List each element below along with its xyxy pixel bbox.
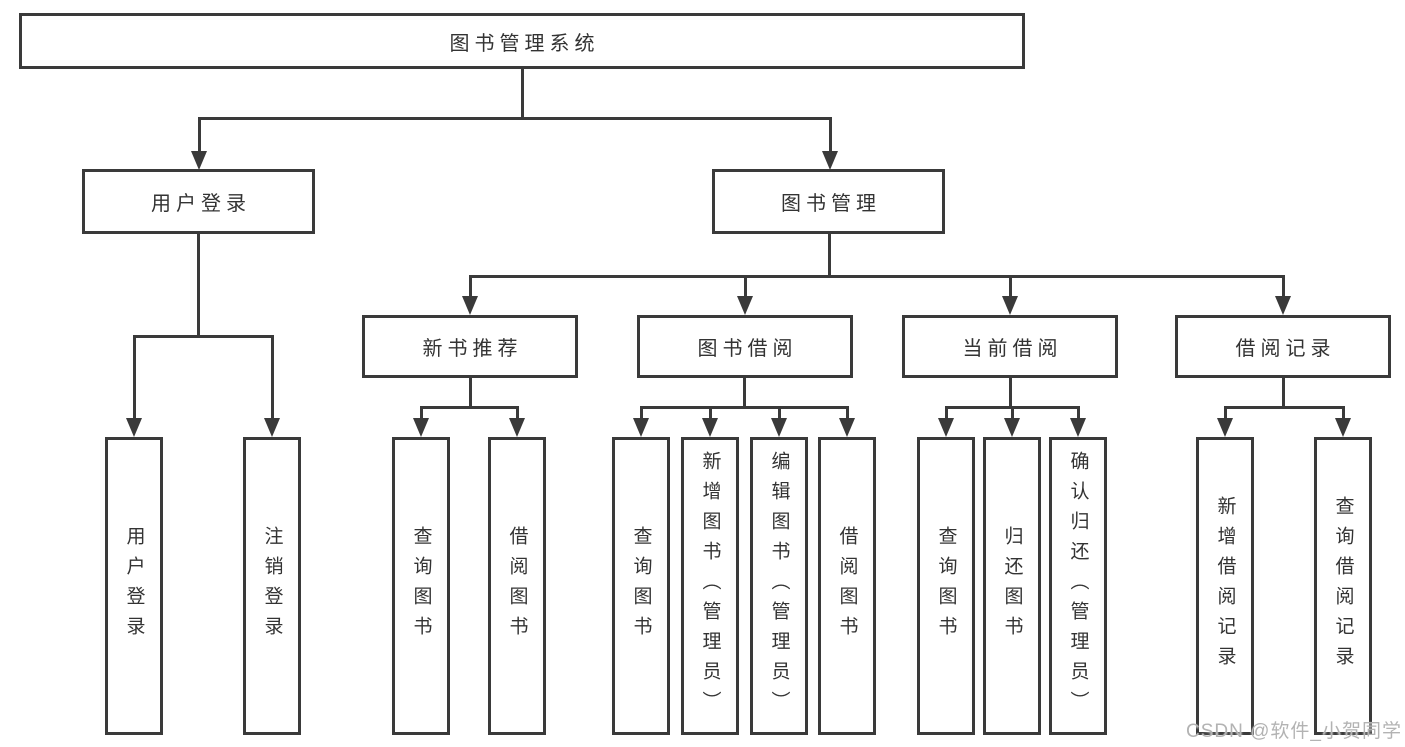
arrow-head-icon: [771, 418, 787, 437]
arrow-head-icon: [1275, 296, 1291, 315]
node-leaf-user-login: 用户登录: [105, 437, 163, 735]
node-leaf-logout: 注销登录: [243, 437, 301, 735]
connector-stem: [1009, 377, 1012, 409]
arrow-head-icon: [702, 418, 718, 437]
connector-stem: [1282, 377, 1285, 409]
connector-bar: [198, 117, 831, 120]
leaf-label: 归还图书: [1001, 526, 1023, 646]
connector-bar: [1224, 406, 1344, 409]
connector-drop: [1011, 406, 1014, 419]
connector-drop: [1224, 406, 1227, 419]
node-book-borrow: 图书借阅: [637, 315, 853, 378]
node-root: 图书管理系统: [19, 13, 1025, 69]
arrow-head-icon: [1002, 296, 1018, 315]
node-current-borrow: 当前借阅: [902, 315, 1118, 378]
node-new-book-recommend: 新书推荐: [362, 315, 578, 378]
node-leaf-query-borrow-record: 查询借阅记录: [1314, 437, 1372, 735]
connector-drop: [198, 117, 201, 152]
connector-drop: [1009, 275, 1012, 297]
connector-bar: [469, 275, 1284, 278]
arrow-head-icon: [839, 418, 855, 437]
connector-drop: [1077, 406, 1080, 419]
node-book-management: 图书管理: [712, 169, 945, 234]
arrow-head-icon: [633, 418, 649, 437]
connector-stem: [828, 234, 831, 278]
arrow-head-icon: [1070, 418, 1086, 437]
arrow-head-icon: [1217, 418, 1233, 437]
node-leaf-add-book-admin: 新增图书（管理员）: [681, 437, 739, 735]
arrow-head-icon: [737, 296, 753, 315]
node-leaf-newbook-borrow-books: 借阅图书: [488, 437, 546, 735]
connector-bar: [133, 335, 273, 338]
connector-drop: [744, 275, 747, 297]
node-leaf-edit-book-admin: 编辑图书（管理员）: [750, 437, 808, 735]
node-leaf-confirm-return-admin: 确认归还（管理员）: [1049, 437, 1107, 735]
connector-bar: [420, 406, 518, 409]
connector-drop: [420, 406, 423, 419]
leaf-label: 查询图书: [935, 526, 957, 646]
leaf-label: 查询图书: [630, 526, 652, 646]
leaf-label: 新增借阅记录: [1214, 496, 1236, 676]
connector-drop: [1282, 275, 1285, 297]
node-leaf-current-query-books: 查询图书: [917, 437, 975, 735]
node-leaf-newbook-query-books: 查询图书: [392, 437, 450, 735]
connector-drop: [829, 117, 832, 152]
leaf-label: 借阅图书: [506, 526, 528, 646]
node-leaf-add-borrow-record: 新增借阅记录: [1196, 437, 1254, 735]
arrow-head-icon: [126, 418, 142, 437]
connector-drop: [133, 335, 136, 419]
leaf-label: 编辑图书（管理员）: [768, 451, 790, 721]
leaf-label: 用户登录: [123, 526, 145, 646]
arrow-head-icon: [462, 296, 478, 315]
arrow-head-icon: [822, 151, 838, 170]
arrow-head-icon: [938, 418, 954, 437]
node-leaf-return-book: 归还图书: [983, 437, 1041, 735]
node-leaf-borrow-books: 借阅图书: [818, 437, 876, 735]
connector-stem: [521, 68, 524, 120]
connector-drop: [846, 406, 849, 419]
arrow-head-icon: [264, 418, 280, 437]
connector-stem: [743, 377, 746, 409]
leaf-label: 确认归还（管理员）: [1067, 451, 1089, 721]
leaf-label: 新增图书（管理员）: [699, 451, 721, 721]
arrow-head-icon: [191, 151, 207, 170]
leaf-label: 借阅图书: [836, 526, 858, 646]
connector-drop: [709, 406, 712, 419]
arrow-head-icon: [1004, 418, 1020, 437]
connector-stem: [469, 377, 472, 409]
arrow-head-icon: [1335, 418, 1351, 437]
leaf-label: 查询借阅记录: [1332, 496, 1354, 676]
arrow-head-icon: [413, 418, 429, 437]
connector-stem: [197, 234, 200, 338]
leaf-label: 查询图书: [410, 526, 432, 646]
connector-drop: [945, 406, 948, 419]
connector-drop: [1342, 406, 1345, 419]
connector-drop: [469, 275, 472, 297]
leaf-label: 注销登录: [261, 526, 283, 646]
arrow-head-icon: [509, 418, 525, 437]
node-borrow-records: 借阅记录: [1175, 315, 1391, 378]
connector-bar: [640, 406, 848, 409]
node-user-login: 用户登录: [82, 169, 315, 234]
connector-drop: [271, 335, 274, 419]
connector-drop: [640, 406, 643, 419]
node-leaf-borrow-query-books: 查询图书: [612, 437, 670, 735]
connector-drop: [516, 406, 519, 419]
connector-drop: [778, 406, 781, 419]
csdn-watermark: CSDN @软件_小贺同学: [1186, 721, 1402, 742]
